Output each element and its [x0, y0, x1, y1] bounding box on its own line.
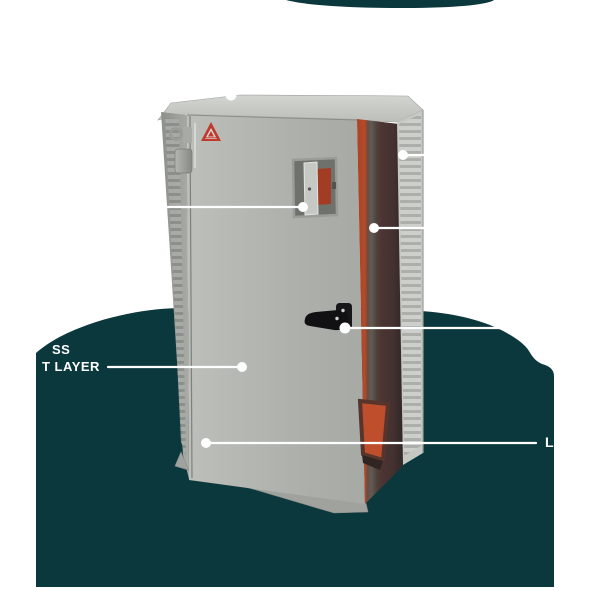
left-side-louvers [165, 118, 186, 455]
right-wall-louvers [399, 114, 421, 456]
hasp-ring-icon [169, 127, 183, 141]
door-handle[interactable] [304, 303, 352, 331]
label-bottom-edge: L [545, 434, 555, 450]
hotspot-inner-lining[interactable] [369, 223, 379, 233]
background-top-arc [286, 0, 494, 9]
door-hinge-seam [189, 115, 193, 479]
hotspot-door-front[interactable] [237, 362, 247, 372]
hotspot-bottom-edge[interactable] [201, 438, 211, 448]
door-top-seam [186, 114, 358, 121]
hotspot-handle[interactable] [339, 322, 351, 334]
lid-notch [225, 89, 237, 101]
label-door-front-line1: SS [52, 342, 71, 357]
brand-logo-icon [201, 122, 221, 141]
hotspot-inner-top[interactable] [398, 150, 408, 160]
side-latch[interactable] [174, 148, 193, 174]
hotspot-window[interactable] [298, 202, 308, 212]
interior-back-panel [357, 398, 391, 463]
label-door-front-line2: T LAYER [42, 359, 100, 374]
interior-bottom-shadow [362, 455, 383, 470]
hasp-plate [183, 127, 192, 143]
